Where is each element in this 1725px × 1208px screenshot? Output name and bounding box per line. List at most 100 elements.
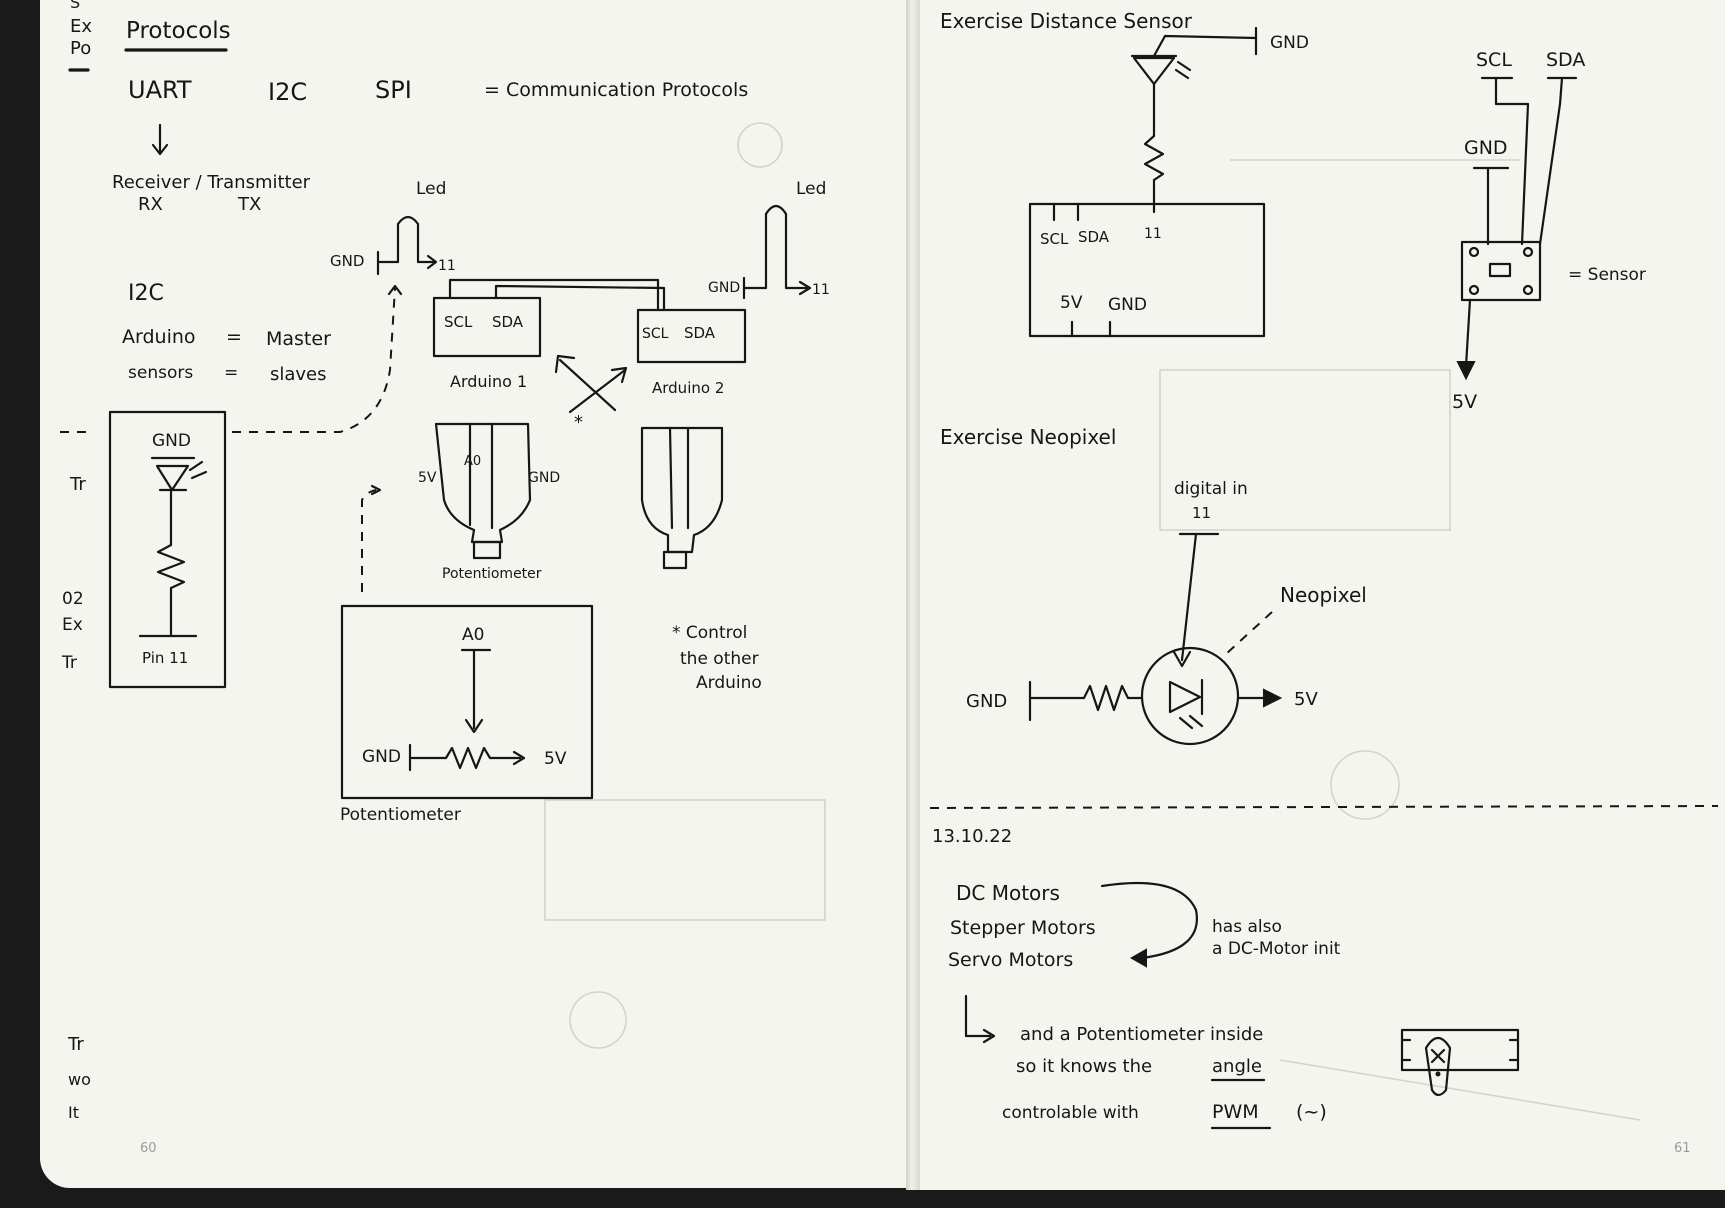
pin-11-label: 11: [1192, 504, 1211, 522]
two-arduino-diagram: Led GND 11 Led GND 11 SCL SDA Arduino 1 …: [330, 179, 830, 693]
distance-sensor-exercise: Exercise Distance Sensor GND SCL SDA 11 …: [940, 9, 1309, 338]
scl-label: SCL: [444, 313, 473, 331]
pin-11-label: 11: [812, 282, 830, 298]
asterisk-mark: *: [574, 412, 583, 433]
gnd-label: GND: [330, 252, 364, 270]
gnd-label: GND: [708, 280, 740, 296]
note-has-also: has also: [1212, 917, 1282, 937]
section-divider: [929, 805, 1719, 809]
gnd-label: GND: [528, 470, 560, 486]
potentiometer-caption: Potentiometer: [340, 805, 461, 825]
notebook-spine: [906, 0, 920, 1190]
master-text: Master: [266, 328, 331, 350]
sensors-text: sensors: [128, 363, 193, 383]
equals-sign: =: [226, 326, 242, 348]
led-label: Led: [796, 179, 826, 199]
notebook-page-right: [916, 0, 1725, 1190]
arduino-text: Arduino: [122, 326, 196, 348]
uart-label: UART: [128, 76, 192, 104]
servo-motors-text: Servo Motors: [948, 949, 1073, 971]
tilde-text: (~): [1296, 1101, 1327, 1123]
sda-label: SDA: [492, 313, 524, 331]
i2c-label: I2C: [268, 78, 307, 106]
i2c-section: I2C Arduino = Master sensors = slaves: [122, 281, 331, 385]
gnd-label: GND: [966, 691, 1007, 712]
neopixel-label: Neopixel: [1280, 583, 1367, 607]
margin-fragment: Tr: [67, 1034, 84, 1055]
arduino-2-board: [636, 308, 747, 364]
pin-11-label: Pin 11: [142, 649, 188, 667]
note-control: * Control: [672, 623, 747, 643]
scl-label: SCL: [642, 326, 669, 342]
pin-11-label: 11: [1144, 226, 1162, 242]
a0-label: A0: [464, 454, 481, 469]
note-the-other: the other: [680, 649, 759, 669]
slaves-text: slaves: [270, 364, 327, 385]
rx-label: RX: [138, 194, 163, 215]
margin-fragment: It: [68, 1103, 79, 1122]
gnd-label: GND: [1464, 137, 1508, 159]
exercise-title: Exercise Distance Sensor: [940, 9, 1193, 33]
tx-label: TX: [237, 194, 261, 215]
sensor-equals-label: = Sensor: [1568, 265, 1646, 285]
sensor-module: SCL SDA GND = Sensor 5V: [1452, 49, 1646, 413]
margin-fragment: wo: [68, 1070, 91, 1089]
arduino-2-label: Arduino 2: [652, 379, 724, 397]
gnd-label: GND: [362, 747, 401, 767]
margin-fragment: Ex: [62, 615, 83, 635]
led-label: Led: [416, 179, 446, 199]
receiver-transmitter-text: Receiver / Transmitter: [112, 172, 311, 193]
dashed-connector: [232, 287, 396, 433]
margin-fragments: S Ex Po Tr 02 Ex Tr Tr wo It: [61, 0, 92, 1122]
note-arduino: Arduino: [696, 673, 762, 693]
page-number: 60: [140, 1141, 157, 1156]
sda-label: SDA: [684, 324, 716, 342]
potentiometer-box: A0 GND 5V Potentiometer: [340, 604, 594, 825]
pin-11-label: 11: [438, 258, 456, 274]
5v-label: 5V: [1060, 293, 1083, 313]
margin-fragment: 02: [62, 589, 84, 609]
digital-in-label: digital in: [1174, 479, 1248, 499]
angle-text: angle: [1212, 1056, 1262, 1077]
notebook-page-left: [40, 0, 910, 1188]
margin-fragment: S: [70, 0, 80, 12]
neopixel-exercise: Exercise Neopixel digital in 11 Neopixel…: [940, 425, 1367, 746]
arduino-1-board: [432, 296, 542, 358]
5v-label: 5V: [1294, 689, 1318, 710]
knows-the-text: so it knows the: [1016, 1056, 1152, 1077]
protocols-heading: Protocols: [126, 18, 231, 44]
scl-label: SCL: [1476, 49, 1512, 71]
page-number: 61: [1674, 1141, 1691, 1156]
margin-fragment: Tr: [69, 474, 86, 495]
i2c-heading: I2C: [128, 281, 164, 306]
dashed-connector: [361, 489, 377, 592]
spi-label: SPI: [375, 76, 412, 104]
scl-label: SCL: [1040, 230, 1069, 248]
protocols-section: Protocols UART I2C SPI = Communication P…: [112, 18, 748, 215]
equals-sign: =: [224, 363, 238, 383]
date-label: 13.10.22: [932, 826, 1012, 847]
5v-label: 5V: [418, 470, 437, 486]
potentiometer-label: Potentiometer: [442, 566, 542, 582]
note-dc-motor: a DC-Motor init: [1212, 939, 1341, 959]
margin-fragment: Ex: [70, 16, 92, 37]
potentiometer-inside-text: and a Potentiometer inside: [1020, 1024, 1263, 1045]
exercise-title: Exercise Neopixel: [940, 425, 1116, 449]
bleed-through-marks: [544, 122, 1641, 1121]
communication-protocols-text: = Communication Protocols: [484, 79, 748, 101]
gnd-label: GND: [152, 431, 191, 451]
5v-label: 5V: [1452, 391, 1477, 413]
margin-fragment: Tr: [61, 653, 77, 673]
sda-label: SDA: [1546, 49, 1585, 71]
stepper-motors-text: Stepper Motors: [950, 917, 1096, 939]
servo-sketch: [1400, 1028, 1520, 1072]
led-circuit-box: GND Pin 11: [108, 410, 227, 689]
a0-label: A0: [462, 625, 484, 645]
sda-label: SDA: [1078, 228, 1110, 246]
margin-fragment: Po: [70, 38, 91, 59]
arduino-1-label: Arduino 1: [450, 372, 527, 391]
gnd-label: GND: [1108, 295, 1147, 315]
pwm-text: PWM: [1212, 1101, 1259, 1123]
controllable-text: controlable with: [1002, 1103, 1139, 1123]
